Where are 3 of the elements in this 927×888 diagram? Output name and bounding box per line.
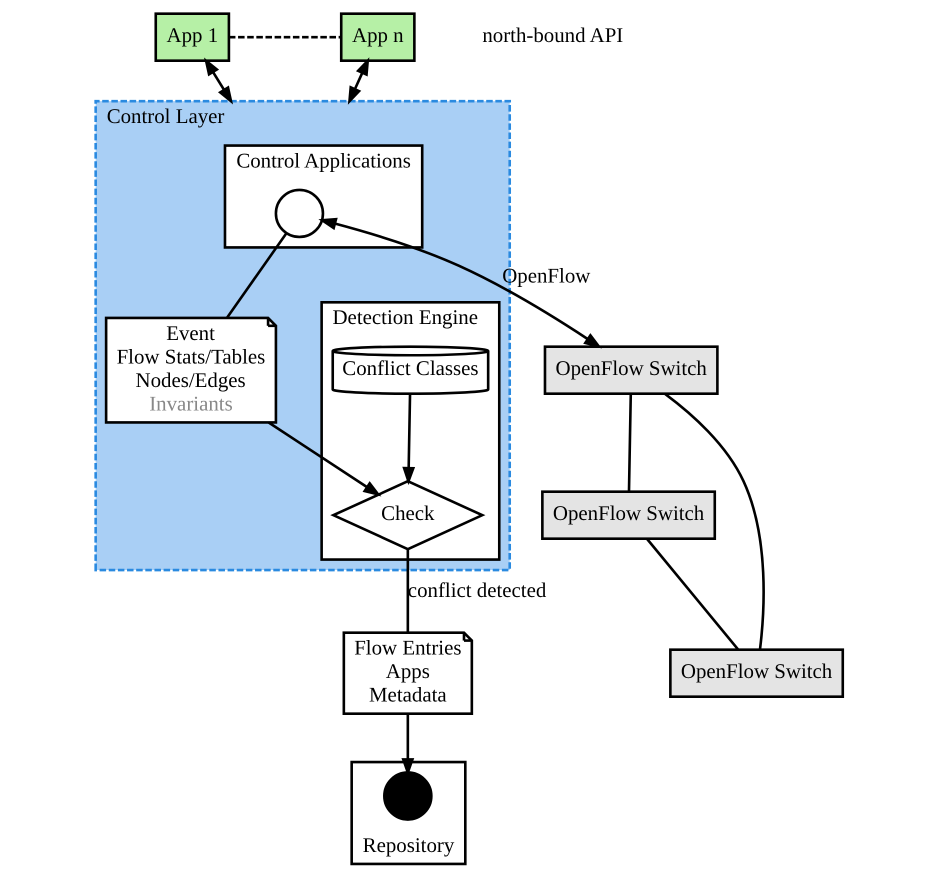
edge-label: conflict detected <box>407 578 546 602</box>
label: north-bound API <box>482 23 623 48</box>
edge-label: OpenFlow <box>502 263 590 288</box>
